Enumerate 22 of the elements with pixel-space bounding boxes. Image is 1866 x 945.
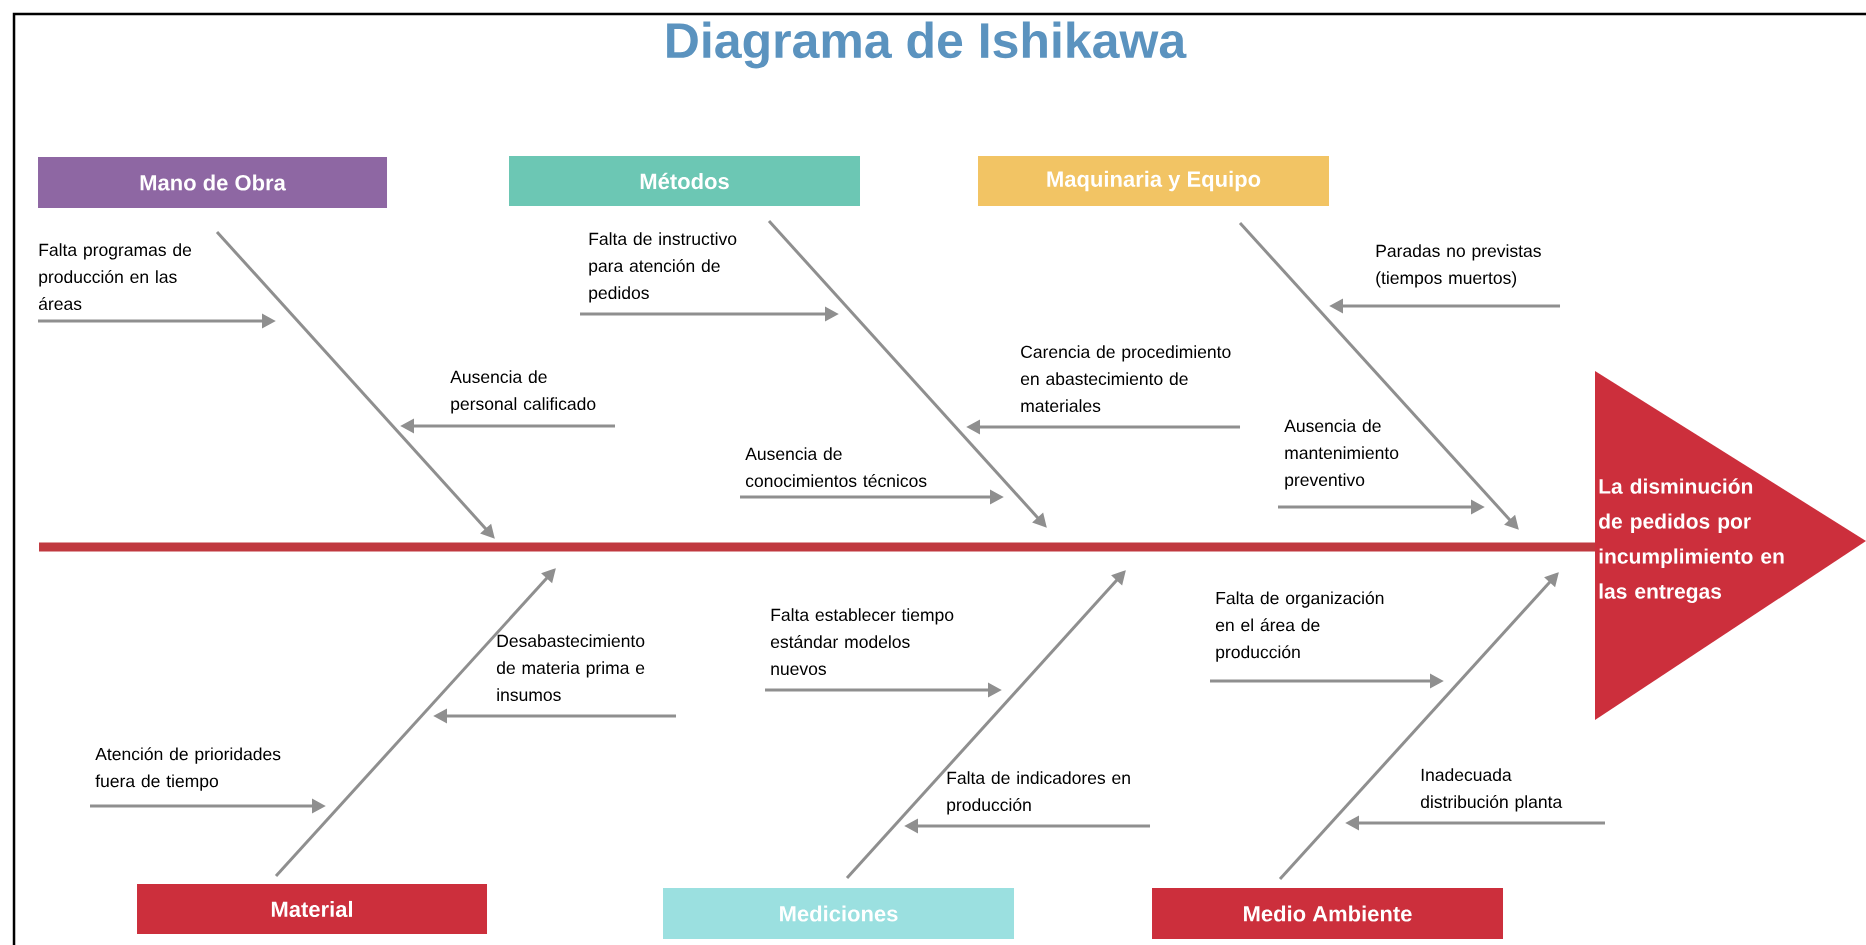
cause-label: Falta de instructivo para atención de pedidos [589,232,737,303]
spine-line [39,542,1595,552]
category-box: Mano de Obra [38,157,387,208]
cause-label: Falta programas de producción en las áreas [38,243,192,311]
cause-label: Inadecuada distribución planta [1420,768,1563,812]
cause-label: Ausencia de mantenimiento preventivo [1284,419,1399,490]
cause-label: Paradas no previstas (tiempos muertos) [1376,244,1541,288]
title: Diagrama de Ishikawa [667,21,1187,69]
cause-label: Falta de indicadores en producción [947,771,1130,815]
category-box: Medio Ambiente [1152,888,1503,939]
cause-label: Desabastecimiento de materia prima e insumos [496,634,645,702]
cause-label: Falta de organización en el área de producción [1215,591,1384,662]
category-box: Material [137,884,487,934]
cause-label: Falta establecer tiempo estándar modelos nuevos [770,608,954,676]
category-box: Maquinaria y Equipo [978,156,1329,206]
cause-label: Ausencia de conocimientos técnicos [745,447,927,488]
category-box: Métodos [509,156,860,206]
cause-label: Ausencia de personal calificado [450,370,596,414]
cause-label: Atención de prioridades fuera de tiempo [95,747,281,791]
fish-head: La disminución de pedidos por incumplimiento en las entregas [1595,371,1866,720]
cause-label: Carencia de procedimiento en abastecimiento de materiales [1020,345,1231,413]
category-box: Mediciones [663,888,1014,939]
